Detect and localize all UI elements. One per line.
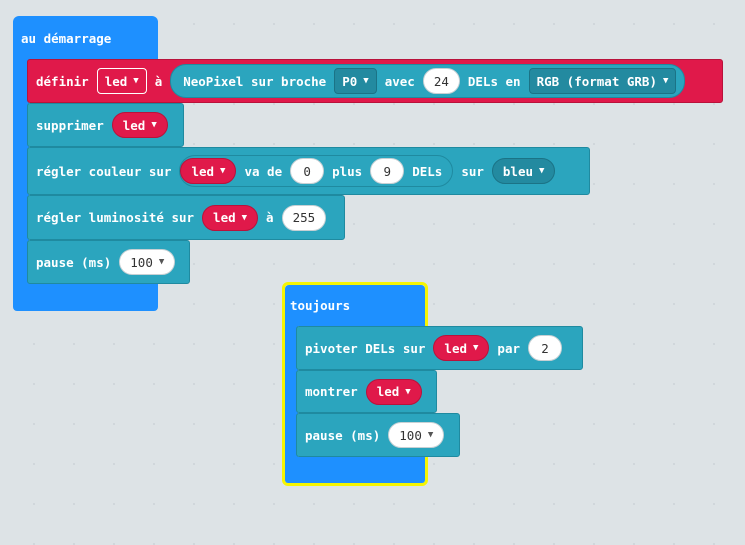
chevron-down-icon: ▼ xyxy=(363,76,369,86)
on-start-body-bottom xyxy=(13,282,158,311)
neopixel-label: NeoPixel sur broche xyxy=(183,73,327,89)
clear-block[interactable]: supprimer led ▼ xyxy=(27,103,184,147)
forever-label: toujours xyxy=(290,298,351,313)
brightness-label: régler luminosité sur xyxy=(36,210,195,225)
chevron-down-icon: ▼ xyxy=(473,343,479,353)
forever-hat[interactable]: toujours xyxy=(285,285,425,326)
pause-label: pause (ms) xyxy=(305,427,381,443)
range-block[interactable]: led ▼ va de 0 plus 9 DELs xyxy=(179,155,454,187)
set-brightness-block[interactable]: régler luminosité sur led ▼ à 255 xyxy=(27,195,345,240)
chevron-down-icon: ▼ xyxy=(151,120,157,130)
show-label: montrer xyxy=(305,384,358,399)
variable-reporter[interactable]: led ▼ xyxy=(202,204,259,231)
mode-dropdown[interactable]: RGB (format GRB) ▼ xyxy=(528,68,677,94)
chevron-down-icon: ▼ xyxy=(539,166,545,176)
variable-reporter[interactable]: led ▼ xyxy=(111,112,168,138)
chevron-down-icon: ▼ xyxy=(405,386,411,397)
plus-label: plus xyxy=(332,163,363,179)
variable-name: led xyxy=(213,210,236,225)
leds-label: DELs en xyxy=(467,73,521,89)
variable-reporter[interactable]: led ▼ xyxy=(433,335,490,361)
rotate-offset-input[interactable]: 2 xyxy=(528,335,562,361)
from-label: va de xyxy=(244,163,283,179)
variable-name: led xyxy=(191,163,215,179)
on-start-hat[interactable]: au démarrage xyxy=(13,16,158,60)
by-label: par xyxy=(497,340,520,356)
variable-name: led xyxy=(376,384,400,399)
range-start-input[interactable]: 0 xyxy=(290,158,325,184)
pin-dropdown[interactable]: P0 ▼ xyxy=(334,68,377,94)
led-count-input[interactable]: 24 xyxy=(422,68,460,94)
chevron-down-icon: ▼ xyxy=(133,76,139,86)
set-variable-block[interactable]: définir led ▼ à NeoPixel sur broche P0 ▼ a… xyxy=(27,59,723,103)
variable-reporter[interactable]: led ▼ xyxy=(180,158,237,184)
variable-reporter[interactable]: led ▼ xyxy=(365,378,422,405)
variable-name: led xyxy=(122,117,146,133)
pause-dropdown[interactable]: 100 ▼ xyxy=(119,249,176,275)
variable-dropdown[interactable]: led ▼ xyxy=(96,68,147,94)
chevron-down-icon: ▼ xyxy=(427,430,434,440)
neopixel-create-block[interactable]: NeoPixel sur broche P0▼ avec 24 DELs en … xyxy=(170,64,686,98)
color-value: bleu xyxy=(502,163,534,179)
on-start-body-left xyxy=(13,58,29,284)
brightness-input[interactable]: 255 xyxy=(281,204,327,231)
pause-value: 100 xyxy=(399,427,422,443)
show-block[interactable]: montrer led ▼ xyxy=(296,370,437,413)
on-label: sur xyxy=(461,163,484,179)
forever-body-left xyxy=(285,325,298,460)
rotate-label: pivoter DELs sur xyxy=(305,340,426,356)
range-length-input[interactable]: 9 xyxy=(370,158,405,184)
on-start-label: au démarrage xyxy=(21,30,112,46)
leds-label: DELs xyxy=(412,163,443,179)
set-label: définir xyxy=(36,73,89,89)
with-label: avec xyxy=(384,73,415,89)
variable-name: led xyxy=(444,340,467,356)
pause-block[interactable]: pause (ms) 100 ▼ xyxy=(27,240,190,284)
chevron-down-icon: ▼ xyxy=(158,257,165,267)
pause-label: pause (ms) xyxy=(36,254,112,270)
chevron-down-icon: ▼ xyxy=(241,212,248,223)
pin-value: P0 xyxy=(342,73,358,89)
rotate-block[interactable]: pivoter DELs sur led ▼ par 2 xyxy=(296,326,583,370)
pause-value: 100 xyxy=(130,254,153,270)
to-label: à xyxy=(266,210,274,225)
to-label: à xyxy=(154,73,163,89)
color-dropdown[interactable]: bleu ▼ xyxy=(491,158,556,184)
mode-value: RGB (format GRB) xyxy=(536,73,657,89)
clear-label: supprimer xyxy=(36,117,104,133)
chevron-down-icon: ▼ xyxy=(662,76,669,86)
set-color-label: régler couleur sur xyxy=(36,163,172,179)
pause-dropdown[interactable]: 100 ▼ xyxy=(388,422,445,448)
chevron-down-icon: ▼ xyxy=(220,166,226,176)
pause-block[interactable]: pause (ms) 100 ▼ xyxy=(296,413,460,457)
set-range-color-block[interactable]: régler couleur sur led ▼ va de 0 plus 9 D… xyxy=(27,147,590,195)
variable-name: led xyxy=(104,73,128,89)
forever-body-bottom xyxy=(285,457,425,483)
